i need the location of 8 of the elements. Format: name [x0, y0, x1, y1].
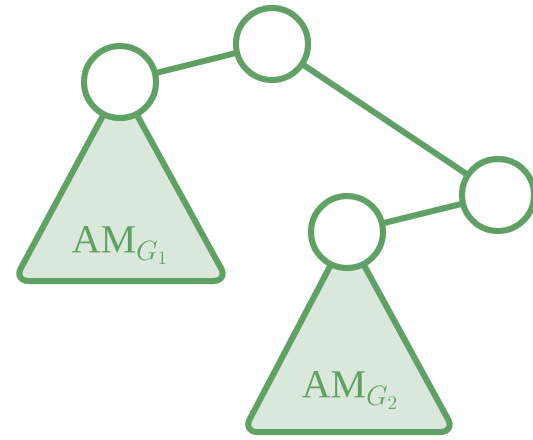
- circle-node: [232, 4, 312, 84]
- connector-line: [382, 200, 464, 226]
- circle-node: [308, 192, 386, 272]
- connector-line: [300, 62, 470, 178]
- triangle-node: $\mathrm{AM}_{G_1}$: [16, 88, 226, 284]
- connector-line: [154, 50, 238, 76]
- triangle-node: $\mathrm{AM}_{G_2}$: [245, 238, 453, 436]
- circle-node: [80, 42, 160, 122]
